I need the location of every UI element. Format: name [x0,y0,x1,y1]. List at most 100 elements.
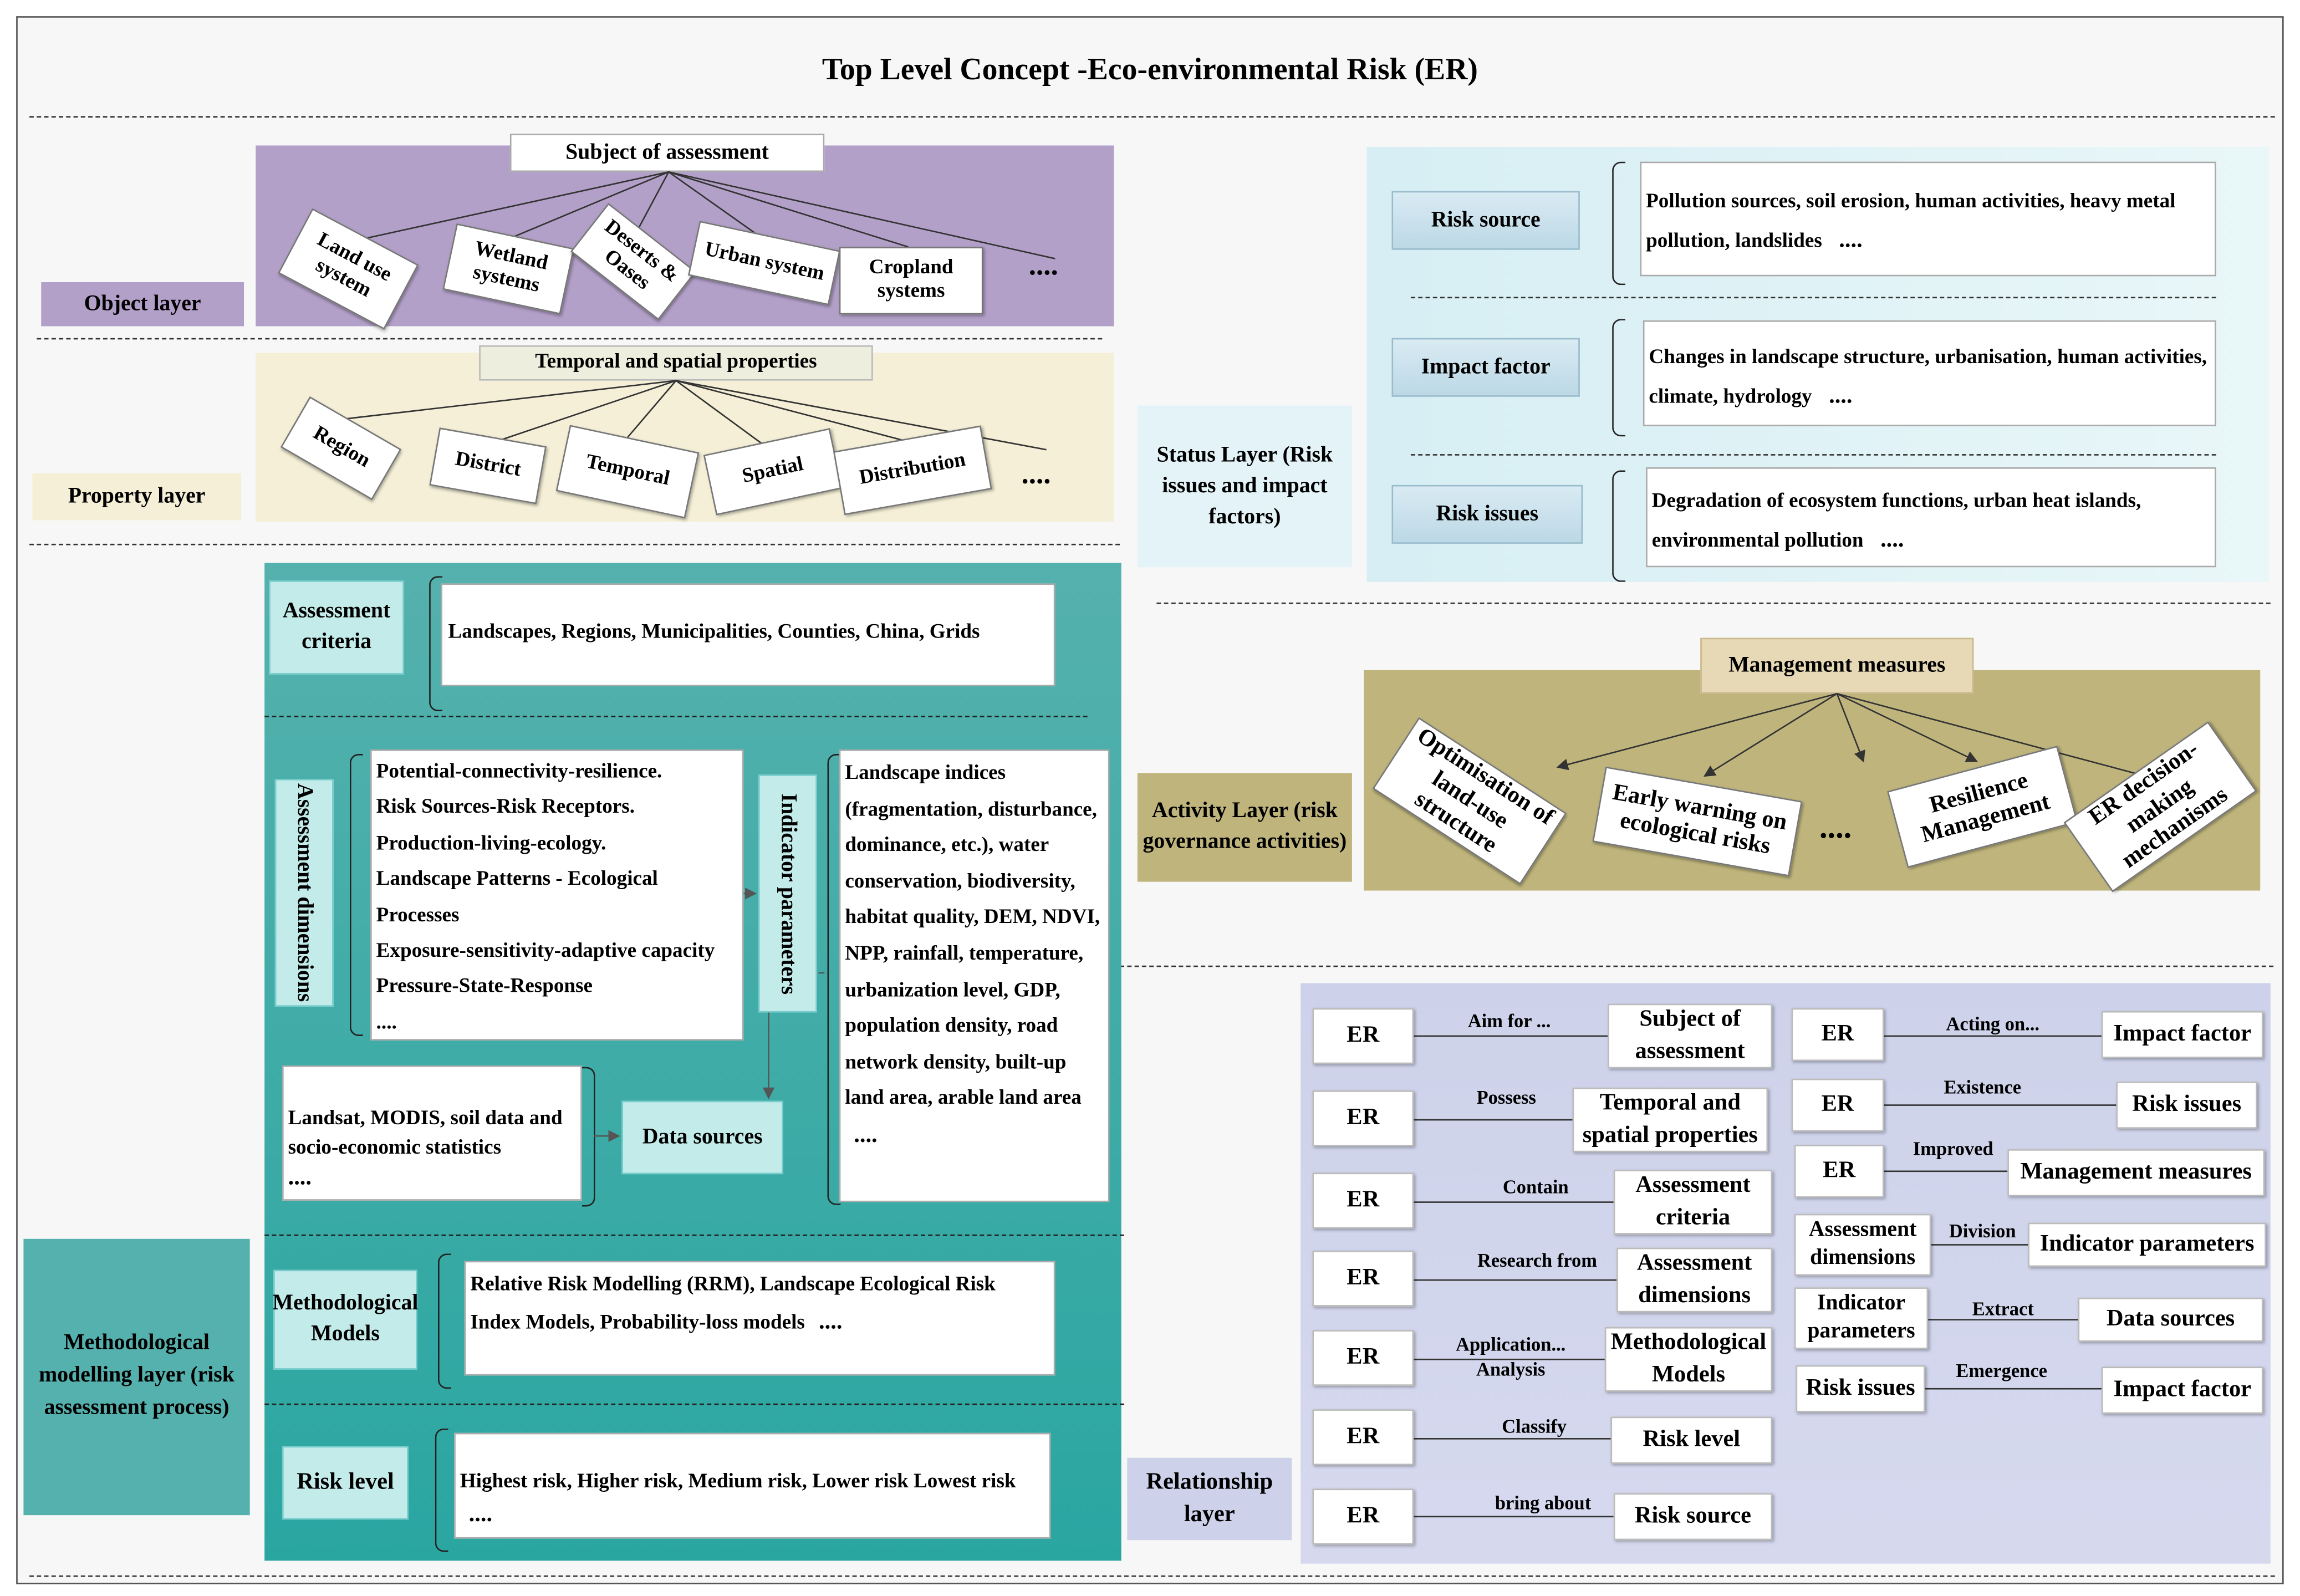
rel-target: Management measures [2007,1149,2265,1196]
rel-target: Risk source [1613,1493,1773,1541]
assessment-dimensions-list: Potential-connectivity-resilience. Risk … [370,749,744,1041]
rel-label: Contain [1502,1175,1569,1198]
assessment-dimensions-label: Assessment dimensions [274,779,334,1007]
dimension-item: Exposure-sensitivity-adaptive capacity [376,940,715,963]
rel-source: Risk issues [1796,1365,1925,1413]
data-sources-ellipsis: .... [288,1165,312,1191]
dimension-item: Landscape Patterns - Ecological Processe… [376,869,658,927]
rel-er: ER [1312,1488,1414,1545]
rel-target: Risk level [1610,1416,1773,1464]
status-separator [1410,454,2216,456]
risk-level-text: Highest risk, Higher risk, Medium risk, … [460,1471,1016,1493]
rel-er: ER [1312,1330,1414,1386]
rel-er: ER [1791,1008,1884,1062]
separator [37,338,1103,340]
risk-issues-label: Risk issues [1391,485,1583,544]
rel-label: Aim for ... [1467,1009,1551,1032]
risk-source-text: Pollution sources, soil erosion, human a… [1646,191,2176,253]
assessment-criteria-label: Assessment criteria [269,580,405,675]
diagram-title: Top Level Concept -Eco-environmental Ris… [822,50,1478,86]
status-layer-label: Status Layer (Risk issues and impact fac… [1137,405,1352,568]
rel-label: Possess [1476,1086,1536,1108]
separator [29,543,1120,545]
methodological-models-text: Relative Risk Modelling (RRM), Landscape… [470,1274,996,1334]
methodological-models-box: Relative Risk Modelling (RRM), Landscape… [464,1261,1055,1376]
rel-label: bring about [1495,1491,1592,1514]
rel-er: ER [1794,1145,1884,1198]
rel-label: Improved [1913,1137,1993,1160]
separator [29,116,2275,118]
risk-issues-text-box: Degradation of ecosystem functions, urba… [1646,467,2216,568]
data-sources-box: Landsat, MODIS, soil data and socio-econ… [282,1065,582,1201]
rel-er: ER [1312,1090,1414,1146]
brace [435,1428,448,1552]
indicator-parameters-box: Landscape indices (fragmentation, distur… [839,749,1110,1202]
indicator-parameters-text: Landscape indices (fragmentation, distur… [845,762,1100,1110]
brace [429,576,442,712]
activity-layer-label: Activity Layer (risk governance activiti… [1137,773,1352,882]
data-sources-label: Data sources [621,1100,783,1175]
risk-source-text-box: Pollution sources, soil erosion, human a… [1640,161,2216,277]
indicator-parameters-label: Indicator parameters [758,774,817,1013]
risk-source-label: Risk source [1391,191,1580,250]
rel-er: ER [1312,1172,1414,1229]
assessment-dimensions-text: Assessment dimensions [292,783,316,1002]
property-layer-label: Property layer [32,473,241,521]
subject-of-assessment-header: Subject of assessment [509,134,825,172]
risk-level-box: Highest risk, Higher risk, Medium risk, … [454,1432,1051,1539]
rel-source: Assessment dimensions [1794,1213,1931,1276]
rel-source: Indicator parameters [1794,1287,1929,1349]
risk-issues-ellipsis: .... [1880,527,1904,553]
brace [437,1253,451,1389]
object-layer-label: Object layer [41,282,244,327]
relationship-layer-panel [1301,983,2271,1564]
method-separator [264,1403,1125,1405]
rel-label: Emergence [1956,1359,2047,1381]
brace [827,753,841,1205]
activity-item-ellipsis: .... [1819,808,1852,845]
brace [349,753,363,1036]
rel-target: Risk issues [2116,1082,2257,1129]
risk-level-label: Risk level [282,1446,409,1520]
rel-er: ER [1312,1409,1414,1466]
rel-label: Division [1949,1220,2016,1242]
risk-level-ellipsis: .... [468,1502,493,1527]
dimension-item: Potential-connectivity-resilience. [376,761,662,783]
relationship-layer-label: Relationship layer [1127,1457,1292,1541]
rel-label: Classify [1502,1415,1567,1437]
rel-label: Extract [1972,1297,2034,1320]
rel-label: Existence [1944,1075,2022,1098]
rel-target: Subject of assessment [1608,1003,1773,1069]
dimension-item: Pressure-State-Response [376,976,593,999]
object-item-cropland: Cropland systems [839,247,983,315]
rel-target: Impact factor [2101,1011,2263,1058]
rel-target: Assessment dimensions [1616,1247,1773,1313]
assessment-criteria-text: Landscapes, Regions, Municipalities, Cou… [441,583,1055,687]
risk-issues-text: Degradation of ecosystem functions, urba… [1651,491,2141,553]
rel-target: Temporal and spatial properties [1572,1087,1768,1153]
rel-label: Application... Analysis [1456,1333,1566,1380]
method-separator [264,1234,1125,1236]
rel-er: ER [1791,1078,1884,1132]
risk-source-ellipsis: .... [1839,227,1863,253]
impact-factor-text-box: Changes in landscape structure, urbanisa… [1643,320,2216,426]
indicator-parameters-text-label: Indicator parameters [776,793,800,995]
dimension-item: .... [376,1012,397,1034]
rel-er: ER [1312,1008,1414,1064]
impact-factor-ellipsis: .... [1829,383,1853,409]
impact-factor-label: Impact factor [1391,338,1580,397]
indicator-ellipsis: .... [854,1123,878,1148]
brace [1612,319,1626,437]
rel-er: ER [1312,1251,1414,1307]
method-separator [264,716,1088,717]
brace [1612,161,1626,285]
dimension-item: Production-living-ecology. [376,833,606,855]
dimension-item: Risk Sources-Risk Receptors. [376,797,635,819]
property-item-ellipsis: .... [1021,458,1051,491]
separator [1156,602,2271,604]
